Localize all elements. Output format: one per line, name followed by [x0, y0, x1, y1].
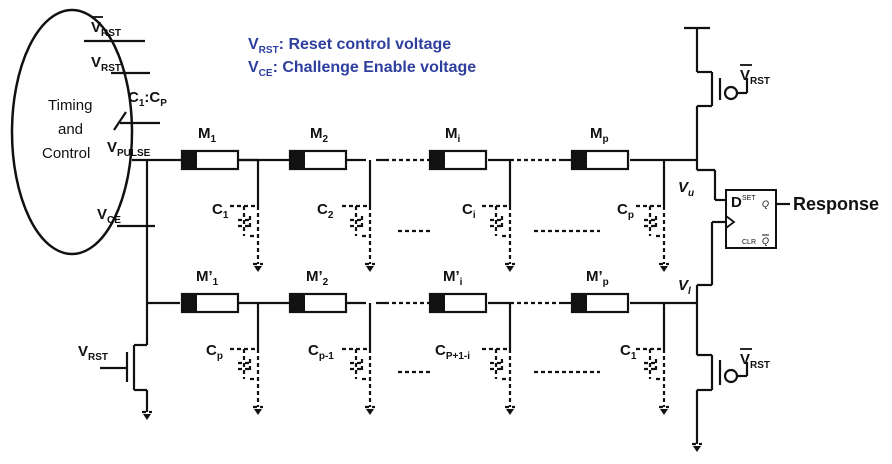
capacitor-cp1i-bottom: CP+1-i	[435, 301, 517, 417]
capacitor-ci-top: Ci	[462, 158, 517, 274]
svg-text:Ci: Ci	[462, 201, 476, 221]
svg-text:C1: C1	[620, 342, 637, 362]
capacitor-cp-bottom: Cp	[206, 301, 265, 417]
signal-vpulse-label: VPULSE	[107, 139, 151, 159]
d-flip-flop: D SET Q CLR Q	[725, 189, 777, 249]
signal-vrst-bar-label: VRST	[91, 19, 121, 39]
signal-vrst-label: VRST	[91, 54, 121, 74]
svg-text:M’2: M’2	[306, 268, 329, 288]
svg-text:C1: C1	[212, 201, 229, 221]
timing-control-block: Timing and Control	[10, 8, 134, 256]
ff-d-label: D	[731, 194, 742, 211]
signal-vce-label: VCE	[97, 206, 121, 226]
ff-q-label: Q	[762, 199, 769, 209]
response-label: Response	[793, 194, 879, 214]
capacitor-c2-top: C2	[317, 158, 377, 274]
svg-text:Mi: Mi	[445, 125, 461, 145]
capacitor-c1-top: C1	[212, 158, 265, 274]
memristor-m1: M1	[180, 125, 240, 171]
legend-line-vrst: VRST: Reset control voltage	[248, 36, 451, 56]
controller-title-line3: Control	[42, 145, 90, 162]
node-vl-label: Vl	[678, 277, 691, 297]
pmos-bottom-transistor: VRST	[692, 348, 770, 452]
capacitor-cp-1-bottom: Cp-1	[308, 301, 377, 417]
svg-text:Cp-1: Cp-1	[308, 342, 334, 362]
pmos-bottom-label: VRST	[740, 351, 770, 371]
memristor-m-prime-p: M’p	[570, 268, 630, 314]
svg-text:M’p: M’p	[586, 268, 609, 288]
controller-title-line1: Timing	[48, 97, 92, 114]
reset-nmos-transistor: VRST	[78, 343, 152, 420]
svg-text:Mp: Mp	[590, 125, 609, 145]
ff-set-label: SET	[742, 195, 756, 202]
memristor-mp: Mp	[570, 125, 630, 171]
pmos-top-label: VRST	[740, 67, 770, 87]
memristor-m2: M2	[288, 125, 348, 171]
node-vu-label: Vu	[678, 179, 694, 199]
ff-clr-label: CLR	[742, 239, 756, 246]
svg-text:M2: M2	[310, 125, 329, 145]
pmos-top-transistor: VRST	[684, 26, 770, 108]
memristor-mi: Mi	[428, 125, 488, 171]
svg-text:Cp: Cp	[617, 201, 634, 221]
legend-line-vce: VCE: Challenge Enable voltage	[248, 59, 476, 79]
memristor-m-prime-i: M’i	[428, 268, 488, 314]
memristor-m-prime-2: M’2	[288, 268, 348, 314]
capacitor-c1-bottom: C1	[620, 301, 671, 417]
svg-text:C2: C2	[317, 201, 334, 221]
svg-text:CP+1-i: CP+1-i	[435, 342, 470, 362]
legend: VRST: Reset control voltage VCE: Challen…	[248, 36, 476, 79]
column-ellipsis	[398, 229, 600, 374]
capacitor-cp-top: Cp	[617, 158, 671, 274]
controller-title-line2: and	[58, 121, 83, 138]
svg-text:M1: M1	[198, 125, 217, 145]
svg-text:Cp: Cp	[206, 342, 223, 362]
memristor-m-prime-1: M’1	[180, 268, 240, 314]
ff-qbar-label: Q	[762, 236, 769, 246]
signal-c-bus-label: C1:CP	[128, 89, 167, 109]
svg-text:M’i: M’i	[443, 268, 463, 288]
main-wiring	[145, 28, 790, 444]
svg-text:M’1: M’1	[196, 268, 219, 288]
reset-nmos-label: VRST	[78, 343, 108, 363]
